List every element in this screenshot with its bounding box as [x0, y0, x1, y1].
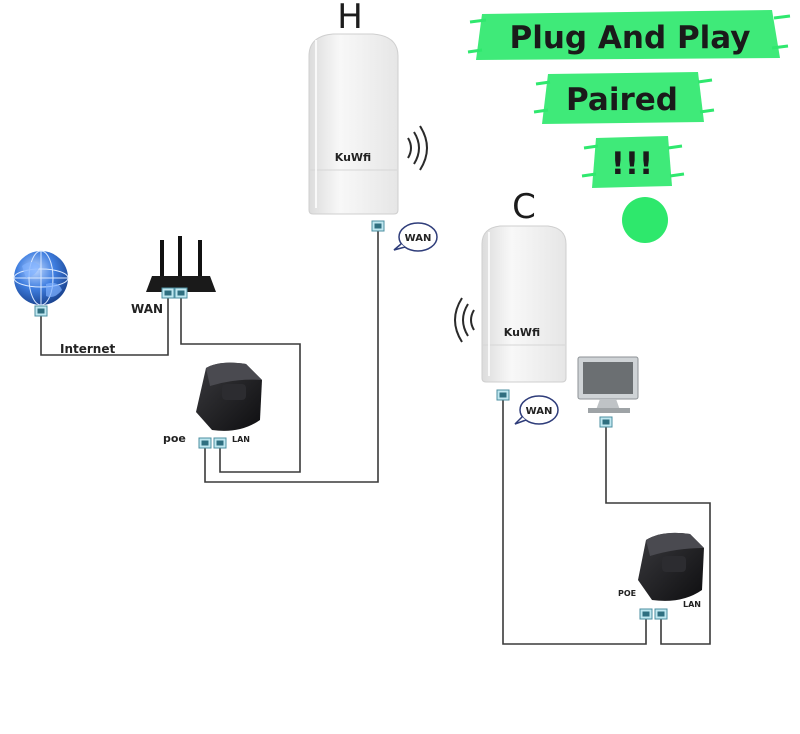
banner-exclamation: !!!: [581, 136, 685, 188]
poe-adapter-icon: [196, 362, 262, 431]
status-dot-icon: [622, 197, 668, 243]
cpe-device-icon: [481, 225, 567, 383]
wifi-waves-icon: [454, 297, 475, 343]
ethernet-port-icon: [371, 220, 385, 232]
monitor-icon: [577, 356, 639, 413]
poe-right-poe-label: POE: [618, 589, 636, 598]
client-brand-label: KuWfi: [504, 326, 540, 339]
host-wan-label: WAN: [405, 233, 432, 244]
client-wan-label: WAN: [526, 406, 553, 417]
host-wan-bubble: WAN: [393, 222, 438, 252]
banner-text-exclamation: !!!: [611, 146, 653, 182]
banner-text-paired: Paired: [566, 82, 678, 118]
globe-icon: [13, 250, 69, 306]
host-brand-label: KuWfi: [335, 151, 371, 164]
ethernet-port-icon: [34, 305, 48, 317]
ethernet-port-icon: [213, 437, 227, 449]
poe-left-lan-label: LAN: [232, 435, 250, 444]
ethernet-port-icon: [496, 389, 510, 401]
banner-paired: Paired: [533, 72, 715, 124]
cpe-device-icon: [308, 33, 399, 215]
router-icon: [146, 236, 216, 292]
ethernet-port-icon: [161, 287, 175, 299]
ethernet-port-icon: [599, 416, 613, 428]
cable-lines: [40, 230, 711, 645]
client-wan-bubble: WAN: [514, 395, 559, 425]
router-wan-label: WAN: [131, 302, 163, 316]
ethernet-port-icon: [198, 437, 212, 449]
host-device-letter: H: [337, 0, 363, 37]
ethernet-port-icon: [174, 287, 188, 299]
internet-label: Internet: [60, 342, 115, 356]
ethernet-port-icon: [639, 608, 653, 620]
poe-left-poe-label: poe: [163, 432, 186, 445]
poe-adapter-icon: [638, 532, 704, 601]
ethernet-port-icon: [654, 608, 668, 620]
banner-plug-and-play: Plug And Play: [467, 10, 791, 60]
client-device-letter: C: [512, 187, 536, 227]
wifi-waves-icon: [407, 125, 428, 171]
poe-right-lan-label: LAN: [683, 600, 701, 609]
banner-text-plug-and-play: Plug And Play: [510, 20, 751, 56]
